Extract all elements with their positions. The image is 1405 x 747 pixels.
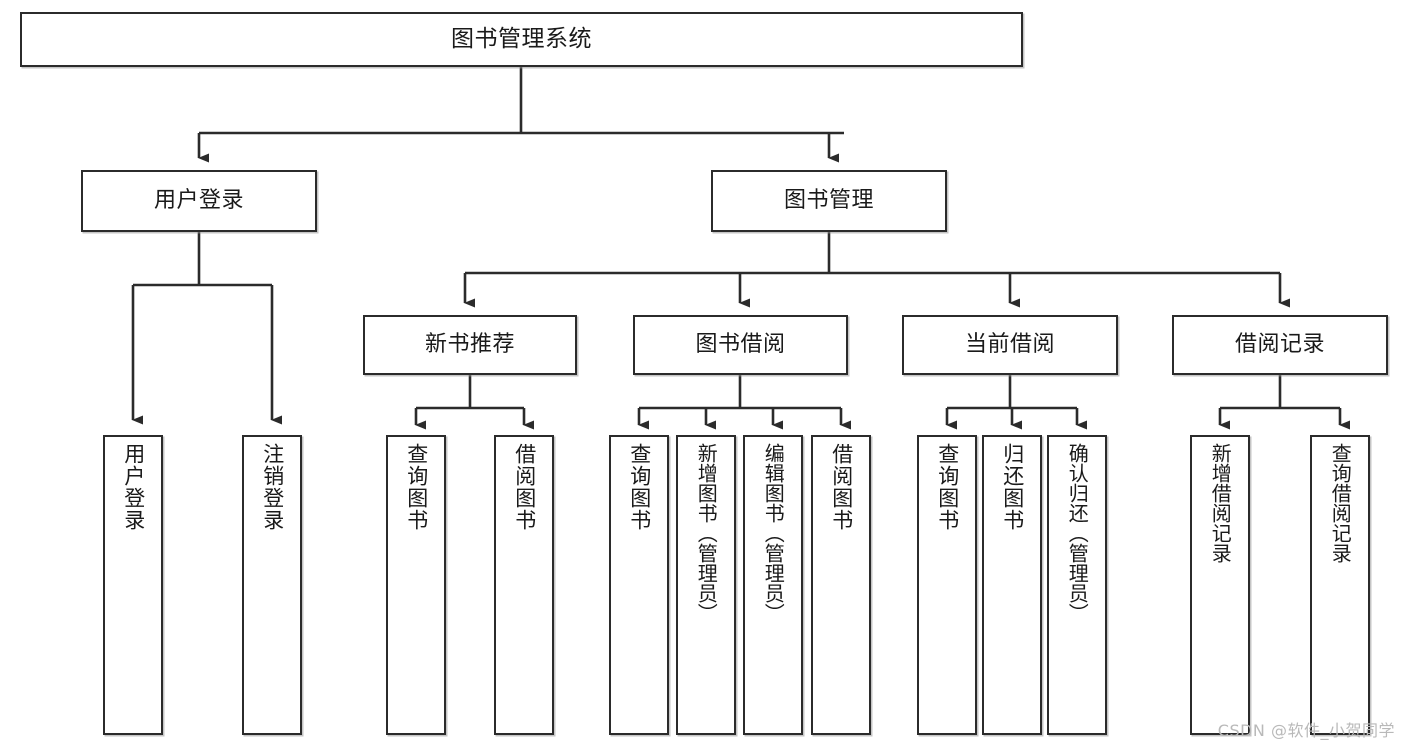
node-leaf-borrow-book-recommend-label: 借阅图书	[512, 443, 537, 531]
node-leaf-query-book-recommend[interactable]: 查询图书	[386, 435, 446, 735]
node-book-manage-label: 图书管理	[783, 188, 874, 214]
node-leaf-query-book-current[interactable]: 查询图书	[917, 435, 977, 735]
node-leaf-query-borrow-record-label: 查询借阅记录	[1328, 443, 1353, 563]
node-leaf-user-logout-label: 注销登录	[260, 443, 285, 531]
node-root-system[interactable]: 图书管理系统	[20, 12, 1023, 67]
node-leaf-query-borrow-record[interactable]: 查询借阅记录	[1310, 435, 1370, 735]
node-leaf-user-login-label: 用户登录	[121, 443, 146, 531]
node-leaf-confirm-return-label: 确认归还（管理员）	[1065, 443, 1090, 623]
node-leaf-user-logout[interactable]: 注销登录	[242, 435, 302, 735]
node-leaf-query-book-borrow[interactable]: 查询图书	[609, 435, 669, 735]
node-leaf-return-book[interactable]: 归还图书	[982, 435, 1042, 735]
node-leaf-add-borrow-record[interactable]: 新增借阅记录	[1190, 435, 1250, 735]
csdn-watermark: CSDN @软件_小贺同学	[1217, 721, 1395, 740]
node-leaf-query-book-borrow-label: 查询图书	[627, 443, 652, 531]
node-user-login-label: 用户登录	[153, 188, 244, 214]
node-leaf-confirm-return[interactable]: 确认归还（管理员）	[1047, 435, 1107, 735]
node-book-borrow-label: 图书借阅	[695, 332, 786, 358]
node-new-book-recommend-label: 新书推荐	[424, 332, 515, 358]
node-leaf-add-book[interactable]: 新增图书（管理员）	[676, 435, 736, 735]
node-leaf-add-borrow-record-label: 新增借阅记录	[1208, 443, 1233, 563]
node-root-system-label: 图书管理系统	[451, 26, 592, 53]
node-book-borrow[interactable]: 图书借阅	[633, 315, 848, 375]
node-current-borrow[interactable]: 当前借阅	[902, 315, 1118, 375]
node-leaf-return-book-label: 归还图书	[1000, 443, 1025, 531]
node-current-borrow-label: 当前借阅	[964, 332, 1055, 358]
node-borrow-record[interactable]: 借阅记录	[1172, 315, 1388, 375]
node-leaf-edit-book[interactable]: 编辑图书（管理员）	[743, 435, 803, 735]
node-user-login[interactable]: 用户登录	[81, 170, 317, 232]
node-leaf-borrow-book-recommend[interactable]: 借阅图书	[494, 435, 554, 735]
node-book-manage[interactable]: 图书管理	[711, 170, 947, 232]
node-leaf-add-book-label: 新增图书（管理员）	[694, 443, 719, 623]
node-leaf-user-login[interactable]: 用户登录	[103, 435, 163, 735]
node-leaf-edit-book-label: 编辑图书（管理员）	[761, 443, 786, 623]
node-leaf-query-book-current-label: 查询图书	[935, 443, 960, 531]
node-leaf-query-book-recommend-label: 查询图书	[404, 443, 429, 531]
node-borrow-record-label: 借阅记录	[1234, 332, 1325, 358]
node-new-book-recommend[interactable]: 新书推荐	[363, 315, 577, 375]
node-leaf-borrow-book-borrow-label: 借阅图书	[829, 443, 854, 531]
node-leaf-borrow-book-borrow[interactable]: 借阅图书	[811, 435, 871, 735]
